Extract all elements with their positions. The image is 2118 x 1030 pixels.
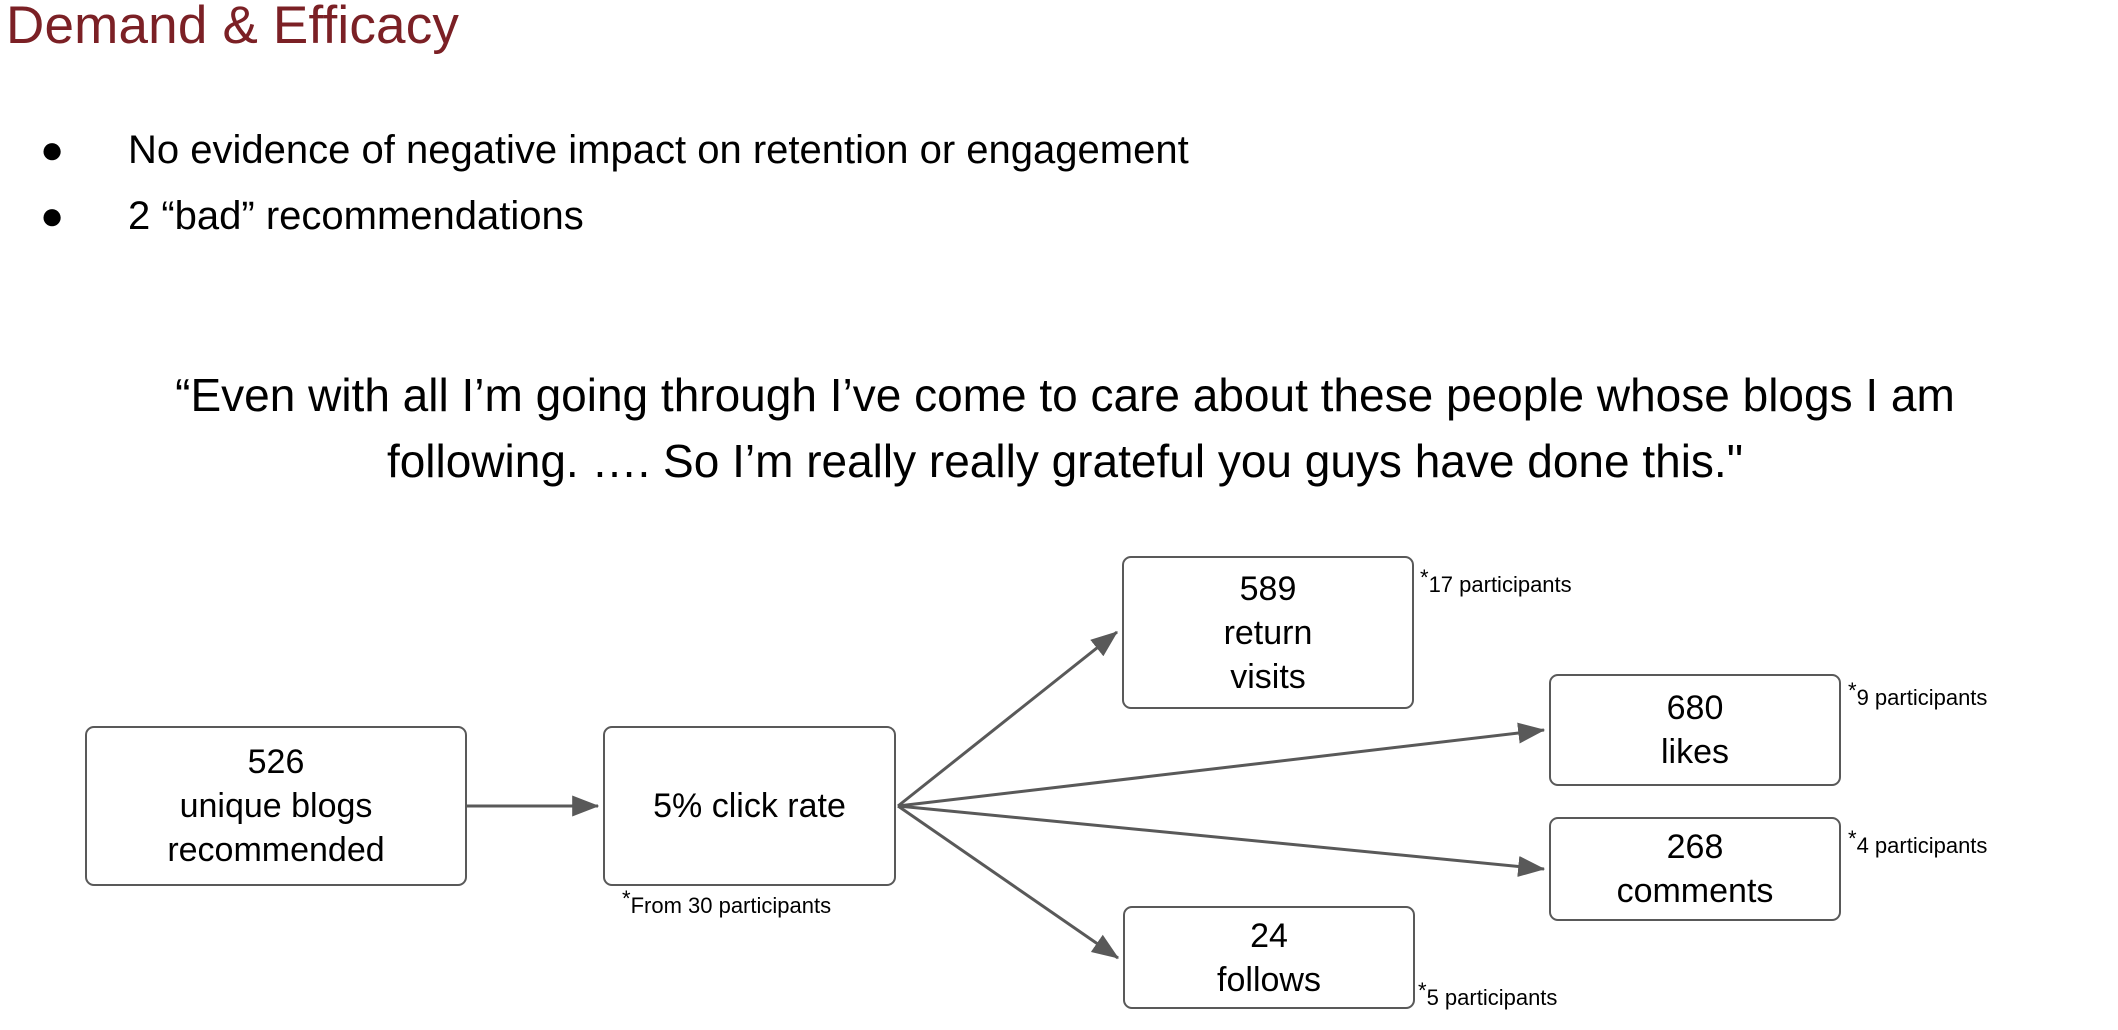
bullet-list: ● No evidence of negative impact on rete… — [40, 120, 1940, 252]
node-likes: 680 likes — [1549, 674, 1841, 786]
edge-clickrate-to-comments — [897, 804, 1546, 877]
quote-line-2: following. …. So I’m really really grate… — [386, 435, 1744, 487]
bullet-dot-icon: ● — [40, 128, 65, 172]
list-item: ● 2 “bad” recommendations — [40, 186, 1940, 246]
node-value: 268 — [1666, 828, 1724, 866]
bullet-text: 2 “bad” recommendations — [128, 194, 584, 238]
node-value: 24 — [1250, 916, 1288, 955]
footnote-text: 9 participants — [1856, 685, 1988, 710]
node-label-line-2: visits — [1230, 657, 1306, 696]
node-value: 526 — [247, 743, 305, 781]
node-click-rate: 5% click rate — [603, 726, 896, 886]
quote-line-1: “Even with all I’m going through I’ve co… — [175, 369, 1955, 421]
node-label-line-1: comments — [1616, 872, 1774, 910]
footnote-likes: *9 participants — [1848, 680, 1988, 711]
bullet-dot-icon: ● — [40, 194, 65, 238]
edge-clickrate-to-likes — [897, 722, 1546, 808]
footnote-text: 4 participants — [1856, 833, 1988, 858]
footnote-comments: *4 participants — [1848, 828, 1988, 859]
asterisk-icon: * — [1420, 565, 1429, 590]
node-label-line-1: follows — [1217, 960, 1321, 999]
node-value: 680 — [1666, 689, 1724, 727]
node-label-line-1: likes — [1660, 733, 1730, 771]
node-unique-blogs: 526 unique blogs recommended — [85, 726, 467, 886]
edge-clickrate-to-follows — [897, 804, 1119, 960]
edge-clickrate-to-returnvisits — [897, 630, 1118, 808]
node-comments: 268 comments — [1549, 817, 1841, 921]
node-value: 5% click rate — [653, 787, 846, 825]
page-title: Demand & Efficacy — [6, 0, 460, 55]
participant-quote: “Even with all I’m going through I’ve co… — [40, 362, 2090, 494]
footnote-text: 17 participants — [1428, 572, 1572, 597]
bullet-text: No evidence of negative impact on retent… — [128, 128, 1189, 172]
footnote-text: 5 participants — [1426, 985, 1558, 1010]
asterisk-icon: * — [1418, 978, 1427, 1003]
asterisk-icon: * — [1848, 826, 1857, 851]
footnote-follows: *5 participants — [1418, 980, 1558, 1011]
node-label-line-1: return — [1223, 613, 1313, 652]
node-return-visits: 589 return visits — [1122, 556, 1414, 709]
asterisk-icon: * — [1848, 678, 1857, 703]
node-follows: 24 follows — [1123, 906, 1415, 1009]
node-label-line-2: recommended — [167, 831, 385, 869]
asterisk-icon: * — [622, 886, 631, 911]
list-item: ● No evidence of negative impact on rete… — [40, 120, 1940, 180]
node-value: 589 — [1239, 569, 1297, 608]
footnote-return-visits: *17 participants — [1420, 567, 1572, 598]
node-label-line-1: unique blogs — [179, 787, 373, 825]
footnote-text: From 30 participants — [630, 893, 832, 918]
footnote-click-rate: *From 30 participants — [622, 888, 832, 919]
